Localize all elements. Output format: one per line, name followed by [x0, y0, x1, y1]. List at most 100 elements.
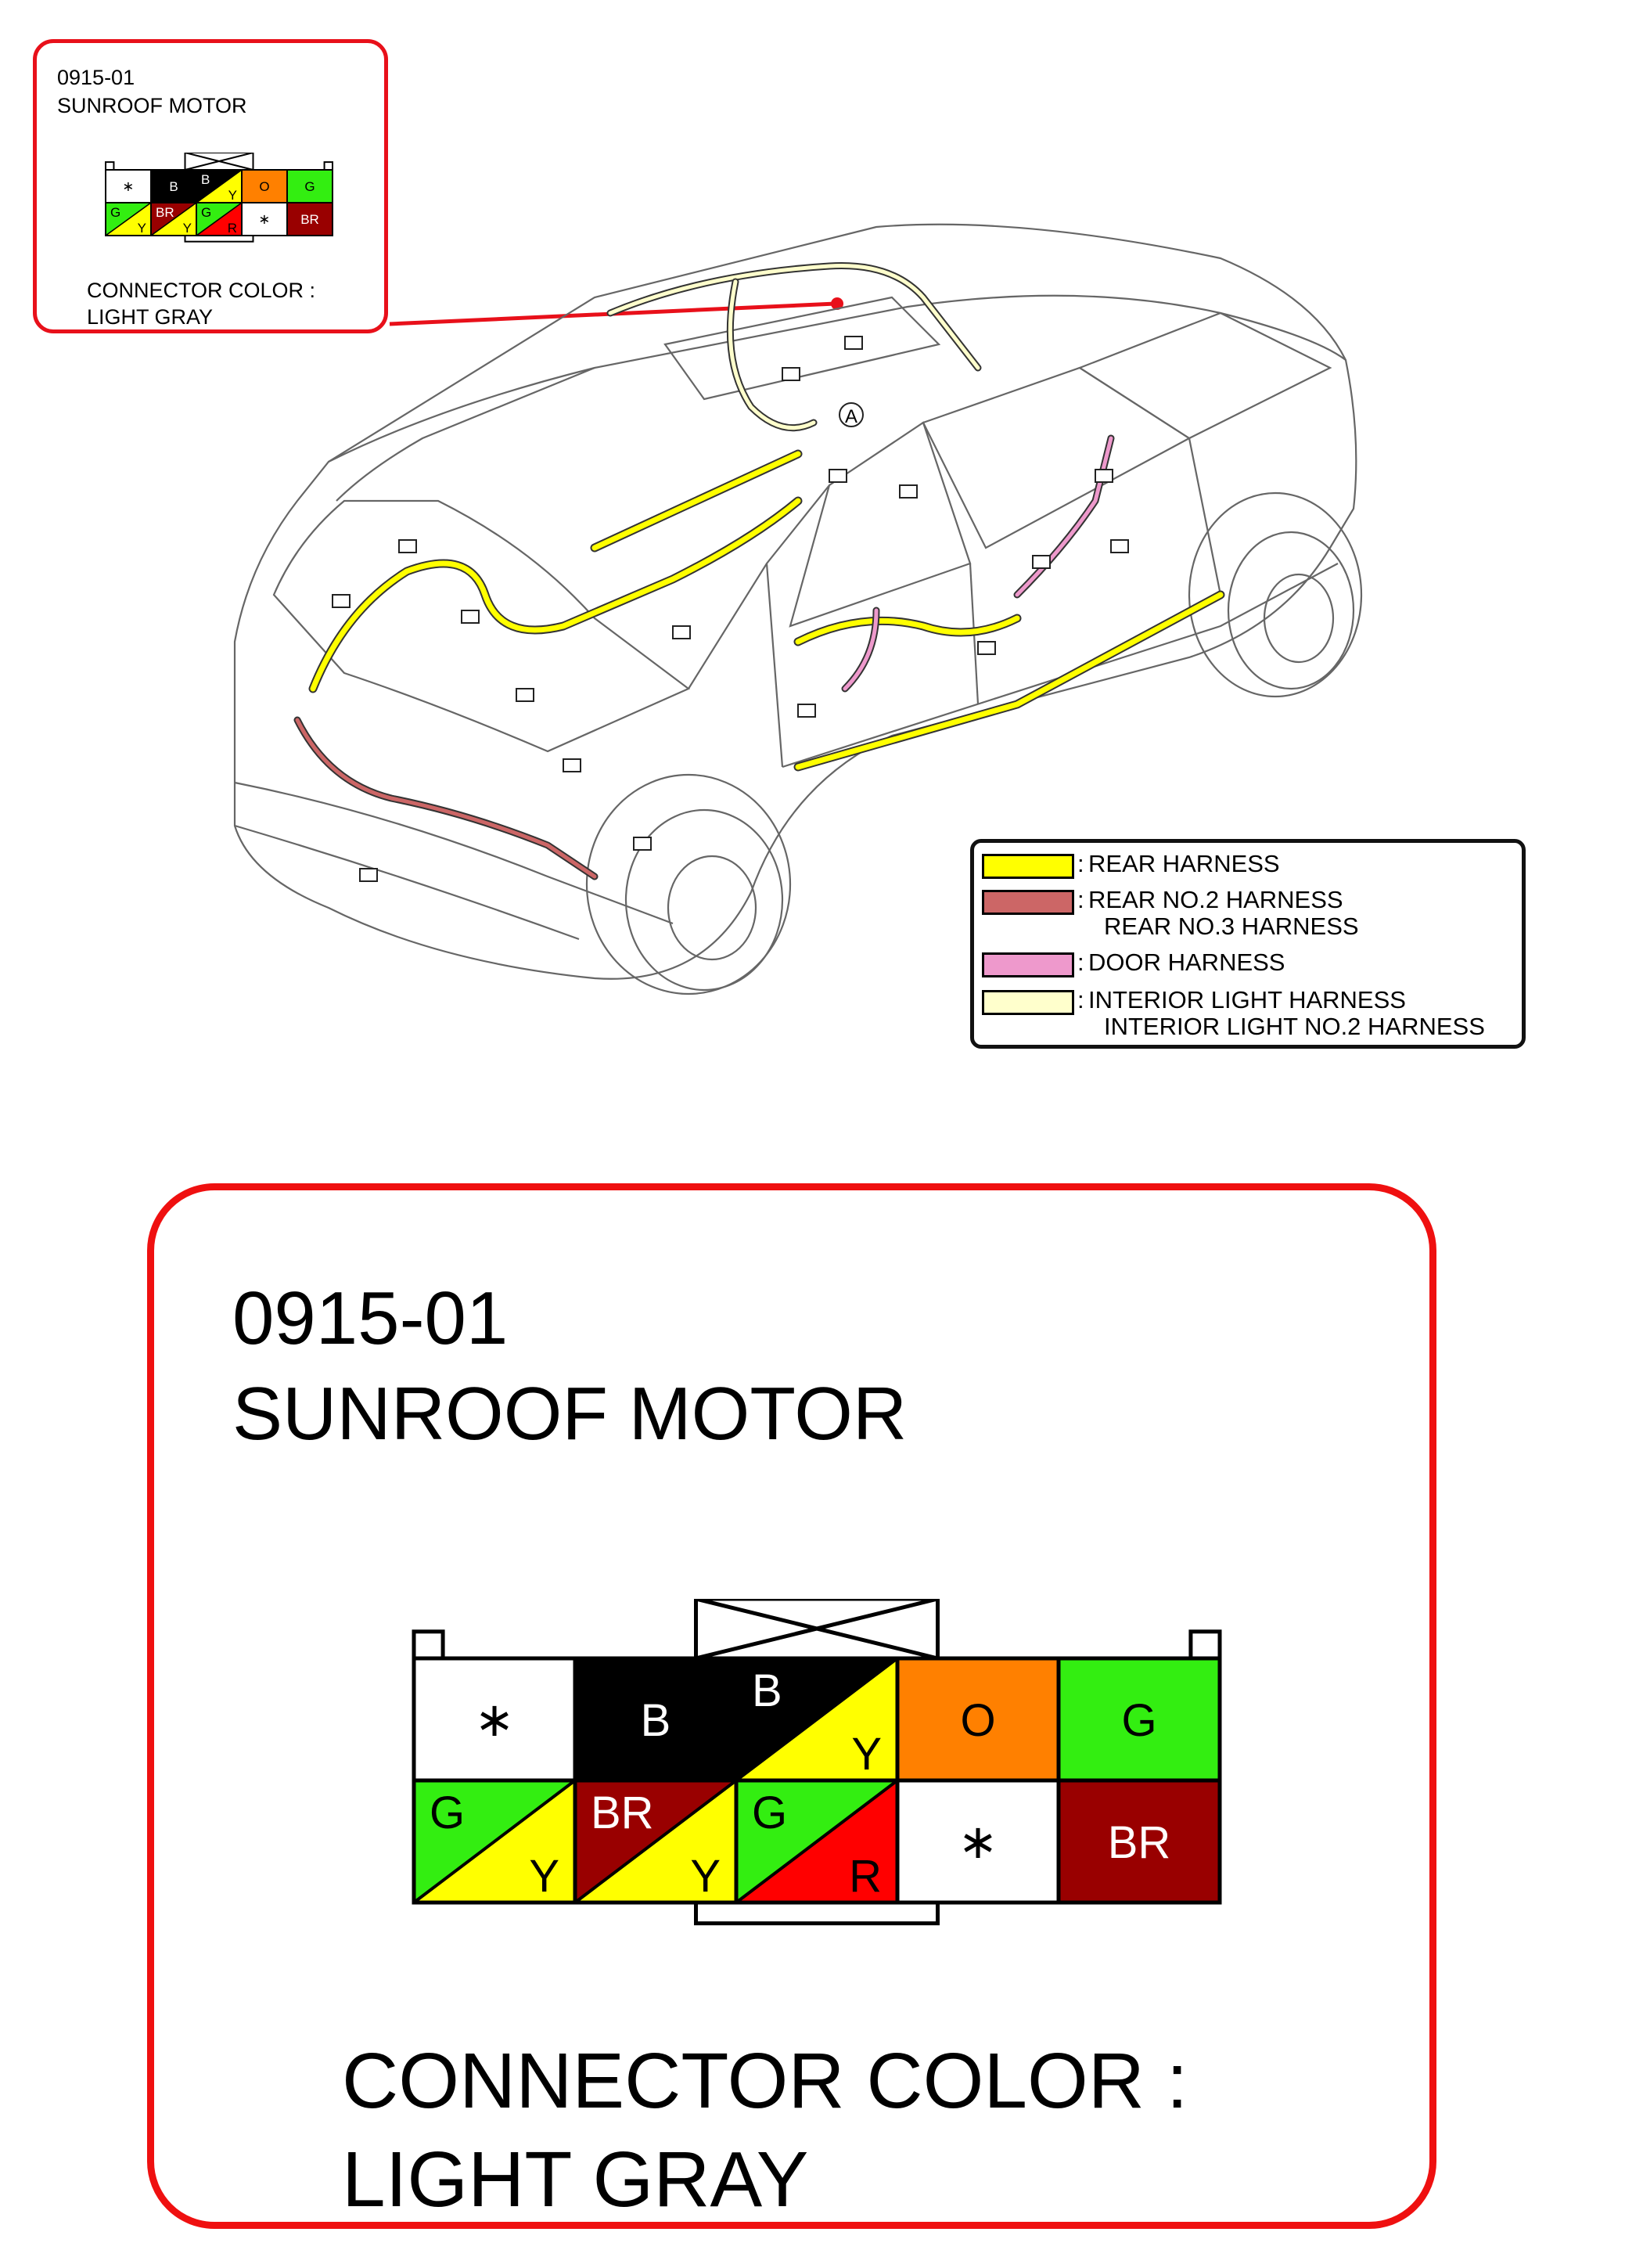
interior-light-harness-fill [608, 264, 980, 370]
harness-connector [1032, 555, 1051, 569]
door-harness [1013, 434, 1115, 599]
pin-wire-color [287, 203, 333, 236]
harness-connector [332, 594, 351, 608]
roof-line [328, 294, 1221, 463]
connector-pin-r1c2: B [575, 1658, 736, 1780]
connector-housing [105, 169, 333, 236]
pin-wire-label: B [169, 179, 178, 194]
legend-label: INTERIOR LIGHT HARNESS [1088, 986, 1406, 1013]
harness-connector [633, 837, 652, 851]
pin-wire-label: B [641, 1695, 671, 1746]
connector-pin-r2c3: GR [196, 202, 243, 236]
connector-housing [412, 1656, 1222, 1905]
front-wheel-arch [1188, 491, 1363, 698]
small-connector-color-label: CONNECTOR COLOR : [87, 279, 316, 302]
connector-ear-left [412, 1629, 445, 1661]
pin-wire-label: BR [1108, 1817, 1171, 1868]
connector-bottom-tab [694, 1900, 940, 1926]
harness-connector [782, 367, 800, 381]
pin-wire-label: Y [690, 1851, 721, 1902]
pin-wire-color [242, 170, 287, 203]
bumper-lower [234, 824, 580, 941]
connector-pin-r2c4: ∗ [242, 203, 287, 236]
door-harness-rear-fill [843, 608, 879, 691]
connector-pin-r2c2: BRY [150, 202, 197, 236]
pin-wire-label: BR [156, 205, 174, 220]
harness-connector [398, 539, 417, 553]
legend-swatch-rear-harness [982, 854, 1074, 879]
connector-pin-r2c1: GY [105, 202, 152, 236]
sunroof-opening [663, 296, 941, 401]
wheels [585, 491, 1363, 995]
pin-divider [105, 202, 152, 236]
pin-divider [573, 1779, 738, 1904]
rear-hatch-top [336, 366, 595, 502]
connector-code: 0915-01 [232, 1276, 509, 1360]
harness-connector [461, 610, 480, 624]
pin-wire-label: G [201, 205, 211, 220]
rear-wheel-tire [624, 808, 784, 992]
connector-pin-r1c3: BY [196, 169, 243, 203]
connector-pin-r1c3: BY [735, 1657, 899, 1782]
pin-wire-color [897, 1658, 1059, 1780]
connector-pin-r1c1: ∗ [414, 1658, 575, 1780]
rear-wheel-hub [667, 855, 757, 961]
sill-line [782, 563, 1339, 769]
legend-label: REAR NO.3 HARNESS [1104, 913, 1359, 940]
connector-name: SUNROOF MOTOR [232, 1372, 908, 1456]
legend-swatch-interior-light-harness [982, 990, 1074, 1015]
rear-harness-floor-fill [795, 592, 1224, 770]
car-silhouette [233, 223, 1357, 980]
pin-wire-label: O [259, 179, 269, 194]
connector-pin-r1c1: ∗ [106, 170, 151, 203]
pin-empty [414, 1658, 575, 1780]
pin-wire-color [151, 170, 196, 203]
latch-cross [185, 153, 253, 171]
legend-swatch-door-harness [982, 952, 1074, 977]
harness-connector [359, 868, 378, 882]
leader-target-dot [831, 297, 843, 310]
pin-divider [735, 1657, 899, 1782]
pin-empty [242, 203, 287, 236]
car-body-outline [233, 223, 1357, 980]
pin-unused-mark: ∗ [123, 178, 135, 195]
connector-pin-r2c3: GR [735, 1779, 899, 1904]
pin-empty [106, 170, 151, 203]
pin-wire-label: G [430, 1787, 465, 1838]
latch-cross [695, 1599, 939, 1661]
pin-wire-label: R [849, 1851, 882, 1902]
legend-label: DOOR HARNESS [1088, 949, 1285, 976]
pin-wire-label: Y [851, 1729, 882, 1780]
connector-pin-r1c4: O [242, 170, 287, 203]
pin-wire-label: BR [300, 212, 319, 227]
legend-label: REAR HARNESS [1088, 850, 1280, 877]
pin-wire-label: Y [529, 1851, 559, 1902]
connector-color-value: LIGHT GRAY [342, 2136, 809, 2223]
rear-wheel-arch [585, 773, 792, 995]
pin-wire-label: B [201, 172, 210, 187]
windshield [1077, 311, 1332, 440]
pin-wire-label: R [228, 221, 237, 236]
connector-pin-r2c4: ∗ [897, 1780, 1059, 1903]
hood [1220, 311, 1346, 361]
pin-divider [150, 202, 197, 236]
pin-divider [735, 1779, 899, 1904]
pin-divider [196, 169, 243, 203]
harness-connector [516, 688, 534, 702]
harness-connector [1095, 469, 1113, 483]
rear-no2-harness [293, 716, 599, 880]
connector-pin-r1c5: G [287, 170, 333, 203]
pin-wire-label: G [110, 205, 120, 220]
harness-connector [672, 625, 691, 639]
rear-harness-main-fill [310, 498, 801, 692]
interior-light-harness-down-fill [728, 279, 816, 430]
side-window-rear [789, 421, 972, 628]
pin-divider [196, 202, 243, 236]
location-marker-label: A [845, 406, 857, 427]
harness-connector [899, 484, 918, 499]
door-harness-fill [1015, 436, 1113, 597]
rear-harness-roof-fill [591, 451, 801, 551]
